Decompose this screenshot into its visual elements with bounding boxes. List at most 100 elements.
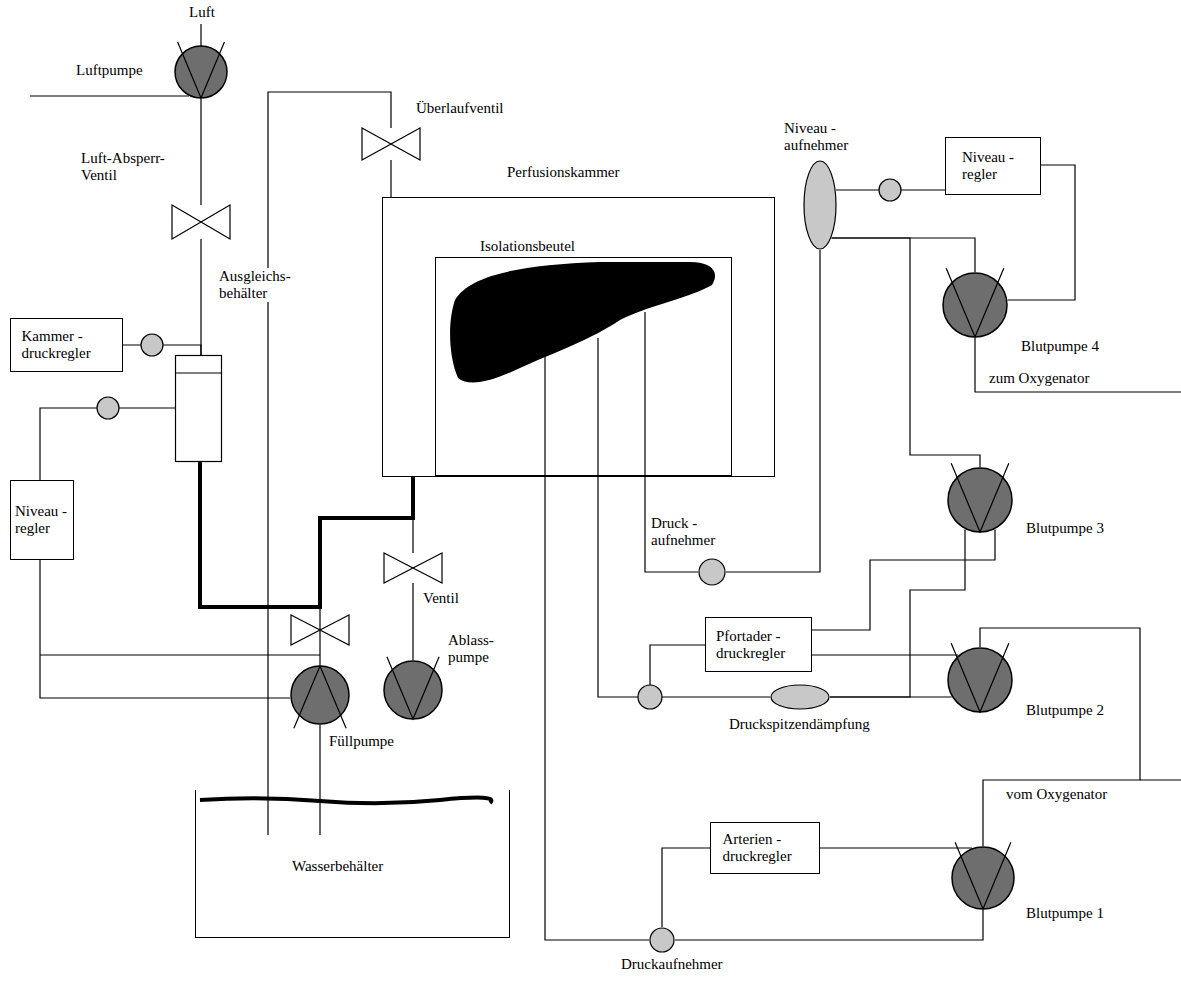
sensor-ellipse: Niveau - aufnehmer (803, 160, 837, 250)
node-label: Arterien - druckregler (723, 831, 808, 865)
valve-symbol: Überlaufventil (362, 128, 420, 160)
sensor-body (771, 685, 829, 709)
node-label: Druckaufnehmer (620, 956, 724, 973)
node-label: Perfusionskammer (506, 164, 620, 181)
pipe-line (268, 92, 391, 790)
pipe-line (200, 99, 201, 205)
pipe-line (830, 529, 965, 697)
pipe-line (662, 848, 710, 927)
pump-vane (387, 657, 439, 719)
valve-half (391, 128, 420, 160)
air-outlet-pipe (30, 95, 189, 96)
node-label: Füllpumpe (328, 733, 395, 750)
pipe-line (412, 583, 413, 660)
valve-symbol (320, 615, 349, 645)
pipe-line (545, 476, 649, 940)
sensor-symbol (638, 685, 662, 709)
valve-symbol-outline (362, 128, 420, 160)
free-label: Luft (188, 4, 216, 21)
pump-vane (294, 666, 346, 728)
pipe-line (412, 477, 413, 553)
valve-half (201, 205, 230, 239)
sensor-ellipse-outline (803, 160, 837, 250)
chamber-box: PerfusionskammerIsolationsbeutel (382, 197, 775, 477)
tank-symbol-outline (175, 355, 222, 462)
pipe-line (40, 560, 290, 698)
sensor-body (804, 161, 836, 249)
sensor-ellipse-outline (770, 684, 830, 710)
liver-illustration (450, 262, 715, 383)
sensor-symbol-outline (649, 927, 675, 953)
pump-symbol: Blutpumpe 1 (951, 846, 1015, 910)
valve-symbol (291, 615, 320, 645)
pipe-line (726, 250, 820, 572)
sensor-body (699, 559, 725, 585)
pipe-line (675, 910, 983, 940)
valve-half (413, 553, 442, 583)
node-label: Luft-Absperr- Ventil (80, 150, 182, 184)
tank-level (175, 372, 222, 373)
vessel-line (544, 355, 545, 477)
node-label: Überlaufventil (415, 100, 504, 117)
chamber-box: Isolationsbeutel (435, 257, 732, 476)
pump-vane (955, 842, 1011, 909)
pipe-line (812, 529, 995, 630)
sensor-symbol (879, 179, 901, 201)
sensor-symbol: Druck - aufnehmer (698, 558, 726, 586)
node-label: Niveau - regler (15, 503, 69, 537)
sensor-body (650, 928, 674, 952)
pump-symbol-outline (947, 467, 1013, 533)
valve-half (172, 205, 201, 239)
pump-vane (951, 643, 1009, 712)
controller-box: Niveau - regler (10, 480, 74, 560)
pump-vane (178, 42, 225, 98)
pipe-line (200, 239, 201, 355)
pump-symbol-outline (951, 846, 1015, 910)
pipe-end (319, 790, 320, 835)
air-inlet-pipe (200, 24, 201, 46)
pipe-line (812, 654, 958, 655)
pump-symbol: Ablass- pumpe (383, 660, 443, 720)
oxygenator-pipe (1140, 779, 1181, 780)
pump-symbol-outline (290, 665, 350, 725)
node-label: Niveau - regler (962, 149, 1024, 183)
pipe-line (820, 847, 972, 848)
pump-symbol-outline (942, 272, 1008, 338)
vessel-line (644, 312, 645, 477)
free-label: vom Oxygenator (1005, 786, 1108, 803)
node-label: Blutpumpe 1 (1025, 905, 1105, 922)
valve-half (362, 128, 391, 160)
node-label: Kammer - druckregler (22, 328, 112, 362)
water-surface (200, 798, 491, 804)
valve-symbol-outline (172, 205, 230, 239)
sensor-wire (650, 645, 705, 685)
pipe-line (390, 160, 391, 197)
pipe-line (200, 462, 413, 607)
valve-symbol-outline (384, 553, 442, 583)
controller-box: Niveau - regler (945, 137, 1041, 195)
water-tank: Wasserbehälter (195, 790, 510, 938)
valve-symbol: Ventil (384, 553, 442, 583)
vessel-line (597, 338, 598, 477)
node-label: Pfortader - druckregler (716, 628, 801, 662)
sensor-symbol: Druckaufnehmer (649, 927, 675, 953)
controller-box: Arterien - druckregler (710, 822, 820, 874)
oxygenator-pipe (975, 338, 1181, 392)
pipe-line (320, 477, 413, 665)
pipe-line (319, 725, 320, 790)
node-label: Isolationsbeutel (479, 238, 576, 255)
node-label: Blutpumpe 4 (1020, 338, 1100, 355)
node-label: Luftpumpe (75, 62, 144, 79)
sensor-symbol (141, 334, 163, 356)
pump-symbol: Füllpumpe (290, 665, 350, 725)
node-label: Blutpumpe 3 (1025, 520, 1105, 537)
node-label: Wasserbehälter (291, 858, 384, 875)
controller-box: Pfortader - druckregler (705, 617, 812, 672)
sensor-symbol-outline (698, 558, 726, 586)
pump-symbol-outline (383, 660, 443, 720)
pump-symbol: Blutpumpe 4 (942, 272, 1008, 338)
valve-symbol: Luft-Absperr- Ventil (172, 205, 230, 239)
pipe-line (832, 238, 975, 272)
pump-vane (946, 268, 1004, 337)
